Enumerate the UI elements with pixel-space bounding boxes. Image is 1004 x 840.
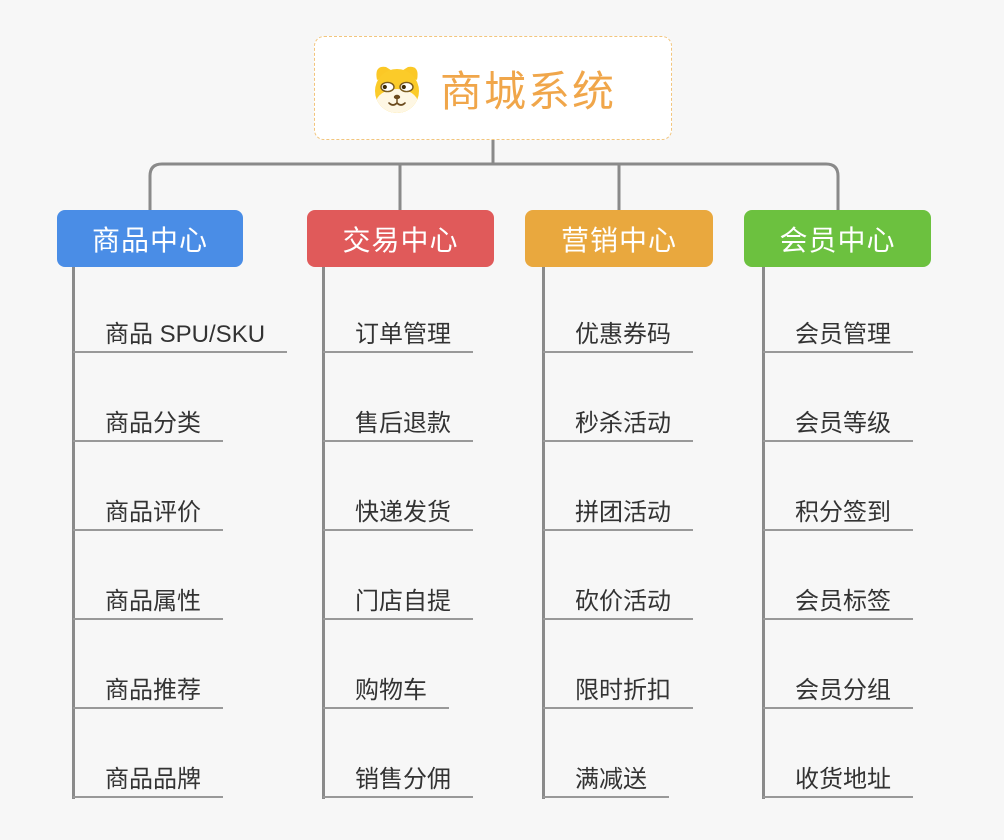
branch-label: 交易中心 xyxy=(342,224,459,256)
mindmap-item[interactable]: 商品品牌 xyxy=(73,762,223,798)
root-title: 商城系统 xyxy=(439,67,616,115)
branch-rail-line xyxy=(148,162,840,210)
mindmap-item[interactable]: 商品评价 xyxy=(73,495,223,531)
branch-node-product-center[interactable]: 商品中心 xyxy=(57,210,243,267)
mindmap-item[interactable]: 销售分佣 xyxy=(323,762,473,798)
branch-node-trade-center[interactable]: 交易中心 xyxy=(307,210,494,267)
mindmap-item[interactable]: 购物车 xyxy=(323,673,449,709)
branch-node-marketing-center[interactable]: 营销中心 xyxy=(525,210,713,267)
mindmap-item[interactable]: 售后退款 xyxy=(323,406,473,442)
branch-label: 商品中心 xyxy=(91,224,208,256)
mindmap-item[interactable]: 商品属性 xyxy=(73,584,223,620)
mindmap-item[interactable]: 会员标签 xyxy=(763,584,913,620)
mindmap-item[interactable]: 商品分类 xyxy=(73,406,223,442)
mindmap-item[interactable]: 商品推荐 xyxy=(73,673,223,709)
mindmap-item[interactable]: 会员管理 xyxy=(763,317,913,353)
mindmap-item[interactable]: 收货地址 xyxy=(763,762,913,798)
mindmap-item[interactable]: 门店自提 xyxy=(323,584,473,620)
mindmap-item[interactable]: 砍价活动 xyxy=(543,584,693,620)
dog-face-icon xyxy=(370,62,424,114)
root-node[interactable]: 商城系统 xyxy=(314,36,672,140)
mindmap-item[interactable]: 商品 SPU/SKU xyxy=(73,317,288,353)
mindmap-item[interactable]: 限时折扣 xyxy=(543,673,693,709)
mindmap-item[interactable]: 拼团活动 xyxy=(543,495,693,531)
mindmap-item[interactable]: 优惠券码 xyxy=(543,317,693,353)
mindmap-item[interactable]: 订单管理 xyxy=(323,317,473,353)
mindmap-item[interactable]: 快递发货 xyxy=(323,495,473,531)
mindmap-item[interactable]: 积分签到 xyxy=(763,495,913,531)
mindmap-item[interactable]: 会员分组 xyxy=(763,673,913,709)
branch-label: 会员中心 xyxy=(779,224,896,256)
branch-label: 营销中心 xyxy=(560,224,677,256)
mindmap-item[interactable]: 满减送 xyxy=(543,762,669,798)
branch-node-member-center[interactable]: 会员中心 xyxy=(744,210,931,267)
mindmap-item[interactable]: 会员等级 xyxy=(763,406,913,442)
mindmap-item[interactable]: 秒杀活动 xyxy=(543,406,693,442)
